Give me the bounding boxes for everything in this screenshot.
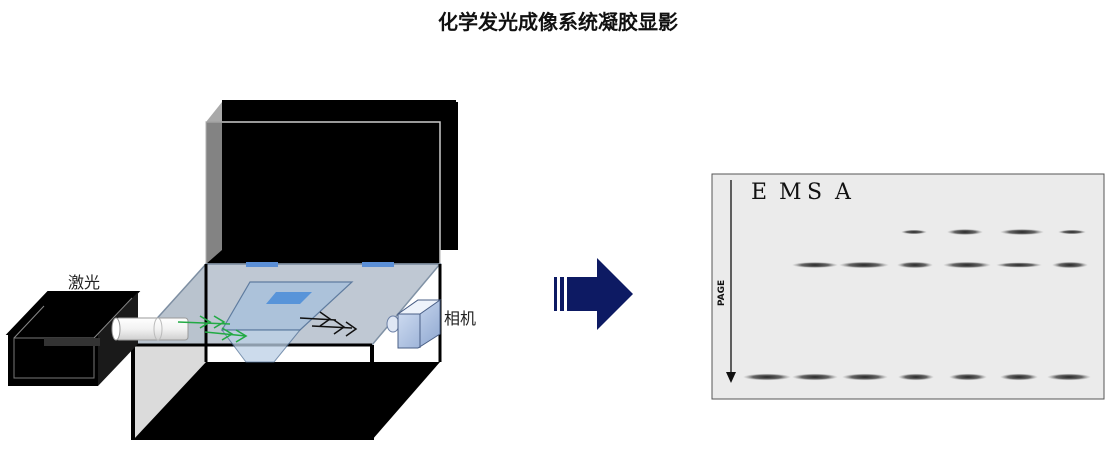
gel-band [1052, 261, 1088, 269]
cabinet-lid-inner [205, 121, 441, 265]
laser-label: 激光 [68, 273, 100, 292]
gel-band [897, 261, 933, 269]
result-arrow-icon [554, 258, 633, 330]
gel-band [1058, 229, 1086, 235]
gel-header-letter-m: M [779, 180, 804, 205]
gel-band [839, 261, 889, 269]
gel-band [792, 262, 838, 268]
gel-band [1000, 229, 1044, 235]
gel-band [842, 373, 888, 381]
laser-unit [5, 291, 141, 386]
imaging-cabinet [131, 100, 458, 440]
camera-icon [386, 299, 442, 349]
laser-tube [111, 317, 189, 341]
gel-header-letter-s: S [807, 180, 824, 205]
gel-band [1000, 373, 1038, 381]
gel-header-letter-a: A [834, 180, 853, 205]
lid-hinge-right [362, 262, 394, 267]
cabinet-lid-side [206, 102, 222, 264]
lid-hinge-left [246, 262, 278, 267]
gel-image: PAGE E M S A [711, 173, 1105, 400]
gel-band [1047, 373, 1091, 381]
gel-band [792, 373, 838, 381]
excitation-beam [177, 315, 248, 343]
page-axis-label: PAGE [717, 280, 727, 306]
gel-band [943, 261, 991, 269]
gel-header-letter-e: E [751, 180, 769, 205]
gel-band [996, 262, 1042, 268]
cabinet-base [133, 362, 440, 440]
gel-band [949, 373, 987, 381]
gel-band [947, 229, 983, 235]
emission-beam [299, 311, 358, 337]
migration-arrow-icon [726, 372, 736, 383]
camera-label: 相机 [444, 309, 476, 328]
gel-background [711, 173, 1105, 400]
gel-band [743, 373, 791, 381]
gel-sample [266, 292, 312, 304]
page-title: 化学发光成像系统凝胶显影 [438, 10, 678, 34]
gel-band [898, 373, 934, 381]
gel-band [901, 229, 927, 235]
